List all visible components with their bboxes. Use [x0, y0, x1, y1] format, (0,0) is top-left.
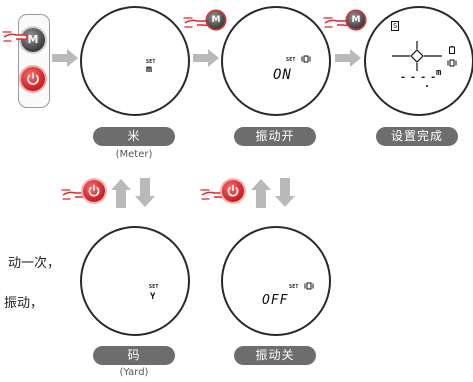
mode-button-icon: M — [207, 11, 225, 29]
label-yard: 码 — [93, 346, 175, 365]
vibration-icon — [301, 55, 311, 63]
battery-icon — [449, 46, 455, 54]
set-indicator: SET — [286, 57, 296, 63]
mode-button-icon: M — [347, 11, 365, 29]
decimal-dot — [426, 85, 428, 87]
screen-meter: SET m — [80, 6, 190, 116]
power-button-icon — [222, 180, 244, 202]
screen-yard: SET Y — [80, 226, 190, 336]
unit-meter: m — [436, 68, 442, 78]
press-mode-indicator: M — [323, 10, 367, 32]
label-vibration-on: 振动开 — [234, 127, 316, 146]
vibration-icon — [447, 59, 457, 67]
label-meter-sub: (Meter) — [115, 149, 153, 160]
screen-vibration-off: SET OFF — [221, 226, 331, 336]
side-text-line2: 振动， — [4, 296, 44, 311]
distance-dashes: - - - - — [400, 72, 436, 83]
press-power-indicator — [200, 180, 246, 206]
mode-letter: M — [211, 15, 221, 25]
power-icon — [227, 184, 239, 197]
set-indicator: SET — [146, 59, 156, 65]
crosshair-icon — [392, 41, 442, 71]
vibration-off-text: OFF — [262, 293, 289, 308]
set-indicator: SET — [289, 284, 299, 290]
hand-press-icon — [183, 17, 209, 28]
arrow-right-icon — [335, 49, 361, 67]
screen-vibration-on: SET ON — [221, 6, 331, 116]
power-icon — [27, 72, 39, 85]
label-meter: 米 — [93, 127, 175, 146]
hand-press-icon — [2, 31, 28, 42]
power-icon — [88, 184, 100, 197]
screen-setup-complete: S - - - - m — [364, 6, 473, 116]
set-indicator: SET — [149, 284, 159, 290]
unit-yard: Y — [150, 292, 156, 302]
label-setup-complete: 设置完成 — [376, 127, 458, 146]
mode-s-indicator: S — [391, 21, 400, 31]
arrow-right-icon — [52, 49, 78, 67]
side-text-line1: 动一次， — [8, 256, 61, 271]
vibration-on-text: ON — [273, 67, 292, 83]
label-yard-sub: (Yard) — [119, 367, 149, 378]
mode-button-label: M — [27, 33, 39, 46]
press-mode-indicator: M — [183, 10, 227, 32]
label-vibration-off: 振动关 — [234, 346, 316, 365]
power-button-icon — [83, 180, 105, 202]
cycle-arrows-icon — [251, 178, 295, 208]
vibration-icon — [304, 282, 314, 290]
arrow-right-icon — [193, 49, 219, 67]
press-power-indicator — [61, 180, 107, 206]
unit-meter: m — [146, 64, 153, 75]
power-button[interactable] — [21, 67, 45, 91]
cycle-arrows-icon — [111, 178, 155, 208]
mode-letter: M — [351, 15, 361, 25]
